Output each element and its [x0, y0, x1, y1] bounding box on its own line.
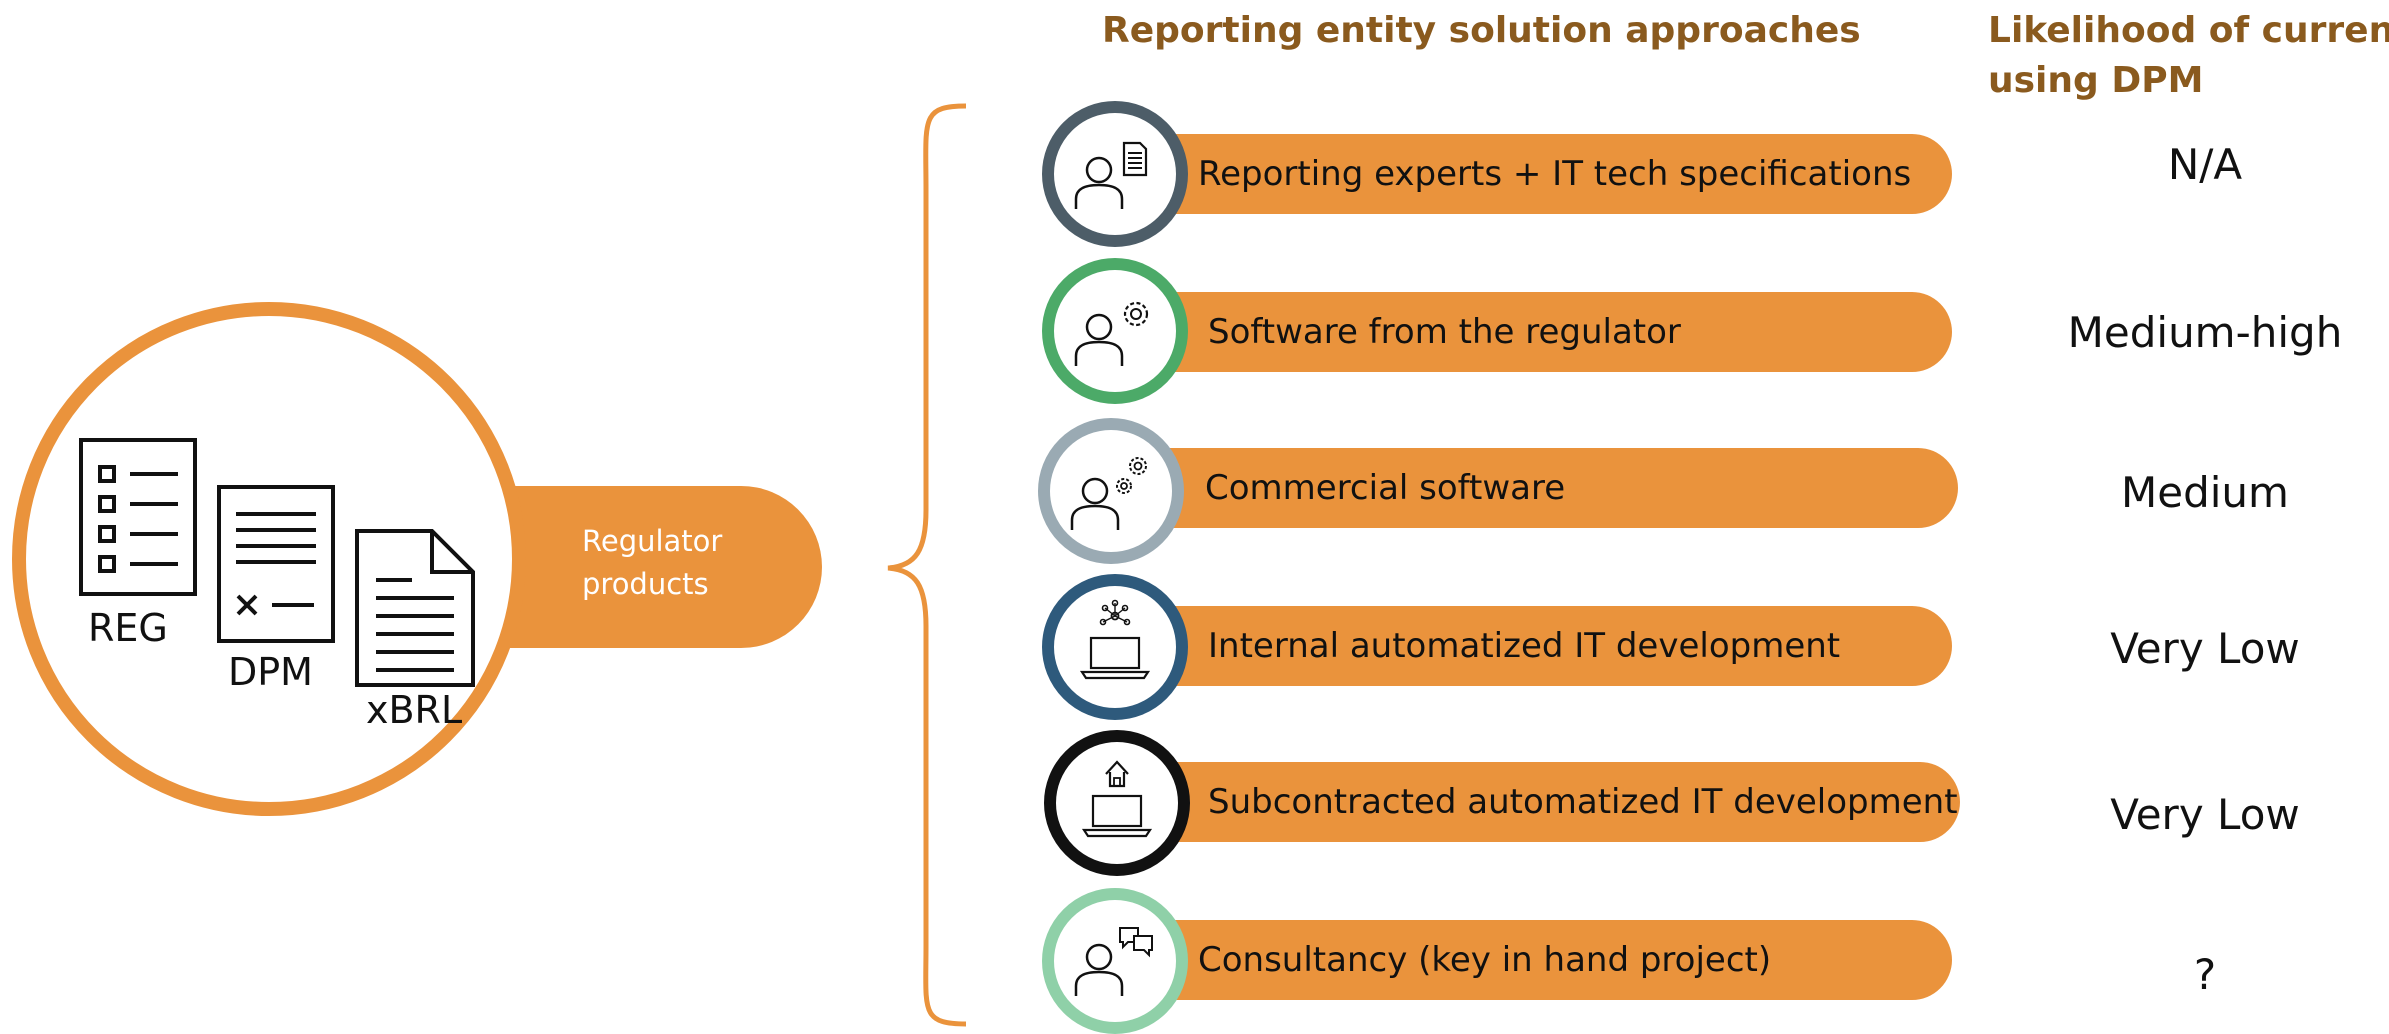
approach-pill	[1110, 448, 1958, 528]
regulator-label-line1: Regulator	[582, 524, 723, 558]
person-chat-icon	[1074, 927, 1153, 996]
approach-pill	[1110, 134, 1952, 214]
approach-label: Reporting experts + IT tech specificatio…	[1198, 154, 1912, 194]
approach-label: Software from the regulator	[1208, 312, 1681, 352]
likelihood-value: N/A	[2167, 140, 2243, 189]
laptop-network-icon	[1079, 599, 1151, 680]
likelihood-value: Medium	[2121, 468, 2289, 517]
dpm-label: DPM	[228, 650, 313, 694]
approach-icon-ring	[1038, 418, 1184, 564]
approach-pill	[1110, 606, 1952, 686]
regulator-products-label: Regulator products	[582, 520, 782, 606]
person-document-icon	[1074, 141, 1148, 209]
approach-icon-ring	[1042, 888, 1188, 1034]
approach-label: Subcontracted automatized IT development	[1208, 782, 1958, 822]
approach-icon-ring	[1042, 258, 1188, 404]
approach-label: Consultancy (key in hand project)	[1198, 940, 1772, 980]
person-gears-icon	[1070, 457, 1147, 530]
approach-icon-ring	[1044, 730, 1190, 876]
xbrl-document-icon	[355, 529, 475, 687]
dpm-document-icon	[217, 485, 335, 643]
approach-icon-ring	[1042, 101, 1188, 247]
approach-icon-ring	[1042, 574, 1188, 720]
approach-label: Commercial software	[1205, 468, 1566, 508]
xbrl-label: xBRL	[366, 688, 463, 732]
approaches-header: Reporting entity solution approaches	[1102, 10, 1861, 51]
approach-label: Internal automatized IT development	[1208, 626, 1841, 666]
grouping-brace	[887, 103, 967, 1027]
approach-pill	[1110, 762, 1960, 842]
reg-document-icon	[79, 438, 197, 596]
approach-pill	[1110, 920, 1952, 1000]
likelihood-value: Medium-high	[2067, 308, 2343, 357]
likelihood-header-line1: Likelihood of currently	[1988, 10, 2389, 51]
approach-pill	[1110, 292, 1952, 372]
likelihood-value: ?	[2193, 950, 2217, 999]
laptop-house-icon	[1081, 760, 1153, 838]
likelihood-value: Very Low	[2110, 790, 2300, 839]
likelihood-value: Very Low	[2110, 624, 2300, 673]
likelihood-header-line2: using DPM	[1988, 60, 2204, 101]
regulator-label-line2: products	[582, 567, 709, 601]
person-gear-icon	[1074, 301, 1149, 366]
reg-label: REG	[88, 606, 168, 650]
